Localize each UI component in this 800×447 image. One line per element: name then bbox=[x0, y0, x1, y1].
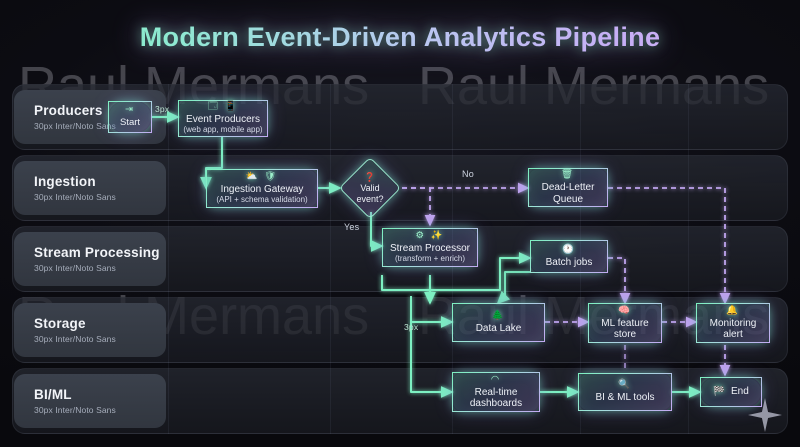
devices-icon: 🗔 📱 bbox=[207, 100, 239, 112]
decision-label-line2: event? bbox=[356, 193, 384, 204]
lane-subtitle: 30px Inter/Noto Sans bbox=[34, 192, 116, 202]
lane-title: Producers bbox=[34, 103, 103, 118]
lane-label-ingestion: Ingestion 30px Inter/Noto Sans bbox=[14, 161, 166, 215]
grid-line bbox=[330, 84, 331, 434]
node-start[interactable]: ⇥ Start bbox=[108, 101, 152, 133]
node-batch-jobs[interactable]: 🕐 Batch jobs bbox=[530, 240, 608, 273]
lane-label-stream-processing: Stream Processing 30px Inter/Noto Sans bbox=[14, 232, 166, 286]
node-bi-ml-tools[interactable]: 🔍 BI & ML tools bbox=[578, 373, 672, 411]
node-stream-processor[interactable]: ⚙ ✨ Stream Processor (transform + enrich… bbox=[382, 228, 478, 267]
lane-subtitle: 30px Inter/Noto Sans bbox=[34, 121, 116, 131]
lane-title: BI/ML bbox=[34, 387, 72, 402]
analytics-icon: 🔍 bbox=[618, 379, 632, 391]
node-label: ML feature bbox=[601, 317, 649, 329]
gears-wand-icon: ⚙ ✨ bbox=[415, 229, 445, 241]
datalake-icon: 🌲 bbox=[491, 309, 506, 321]
node-label-2: alert bbox=[723, 329, 743, 340]
node-label: Data Lake bbox=[475, 322, 522, 334]
node-label: Stream Processor bbox=[389, 242, 471, 254]
node-label-2: dashboards bbox=[469, 398, 523, 409]
flag-icon: 🏁 bbox=[713, 386, 728, 397]
node-sublabel: (API + schema validation) bbox=[216, 195, 308, 205]
node-label: Ingestion Gateway bbox=[220, 183, 304, 195]
lane-label-storage: Storage 30px Inter/Noto Sans bbox=[14, 303, 166, 357]
node-label: BI & ML tools bbox=[595, 392, 655, 404]
edge-label-no: No bbox=[462, 169, 474, 179]
edge-label-stroke-top: 3px bbox=[155, 104, 170, 114]
node-sublabel: (transform + enrich) bbox=[394, 254, 466, 264]
node-ml-feature-store[interactable]: 🧠 ML feature store bbox=[588, 303, 662, 343]
node-label: Start bbox=[119, 117, 141, 129]
node-label: Real-time bbox=[474, 386, 518, 398]
grid-line bbox=[688, 84, 689, 434]
lane-subtitle: 30px Inter/Noto Sans bbox=[34, 334, 116, 344]
node-monitoring-alert[interactable]: 🔔 Monitoring alert bbox=[696, 303, 770, 343]
grid-line bbox=[168, 84, 169, 434]
node-ingestion-gateway[interactable]: ⛅ 🛡 Ingestion Gateway (API + schema vali… bbox=[206, 169, 318, 208]
node-realtime-dashboards[interactable]: ◠ Real-time dashboards bbox=[452, 372, 540, 412]
lane-subtitle: 30px Inter/Noto Sans bbox=[34, 263, 116, 273]
node-label: Monitoring bbox=[709, 317, 757, 329]
node-label: End bbox=[731, 386, 749, 398]
bell-icon: 🔔 bbox=[726, 304, 740, 316]
node-label: Dead-Letter bbox=[541, 182, 595, 193]
clock-icon: 🕐 bbox=[562, 243, 576, 255]
lane-title: Storage bbox=[34, 316, 86, 331]
node-label-2: store bbox=[613, 329, 637, 340]
lane-label-bi-ml: BI/ML 30px Inter/Noto Sans bbox=[14, 374, 166, 428]
node-label: Batch jobs bbox=[545, 256, 593, 268]
brain-icon: 🧠 bbox=[618, 304, 632, 316]
node-event-producers[interactable]: 🗔 📱 Event Producers (web app, mobile app… bbox=[178, 100, 268, 137]
edge-label-stroke-storage: 3px bbox=[404, 322, 419, 332]
node-data-lake[interactable]: 🌲 Data Lake bbox=[452, 303, 545, 342]
node-dead-letter-queue[interactable]: 🗑 Dead-Letter Queue bbox=[528, 168, 608, 207]
page-title: Modern Event-Driven Analytics Pipeline bbox=[0, 22, 800, 53]
trash-icon: 🗑 bbox=[560, 169, 576, 180]
lane-title: Ingestion bbox=[34, 174, 96, 189]
gauge-icon: ◠ bbox=[490, 373, 502, 385]
start-icon: ⇥ bbox=[125, 104, 135, 116]
node-label-2: Queue bbox=[552, 193, 584, 205]
node-label: Event Producers bbox=[186, 113, 260, 125]
decision-label: ❓ Valid event? bbox=[341, 166, 399, 210]
node-end[interactable]: 🏁 End bbox=[700, 377, 762, 407]
question-icon: ❓ bbox=[364, 171, 376, 182]
lane-title: Stream Processing bbox=[34, 245, 160, 260]
edge-label-yes: Yes bbox=[344, 222, 360, 232]
decision-label-line1: Valid bbox=[360, 183, 380, 194]
cloud-shield-icon: ⛅ 🛡 bbox=[245, 170, 279, 182]
lane-subtitle: 30px Inter/Noto Sans bbox=[34, 405, 116, 415]
node-sublabel: (web app, mobile app) bbox=[183, 125, 263, 135]
